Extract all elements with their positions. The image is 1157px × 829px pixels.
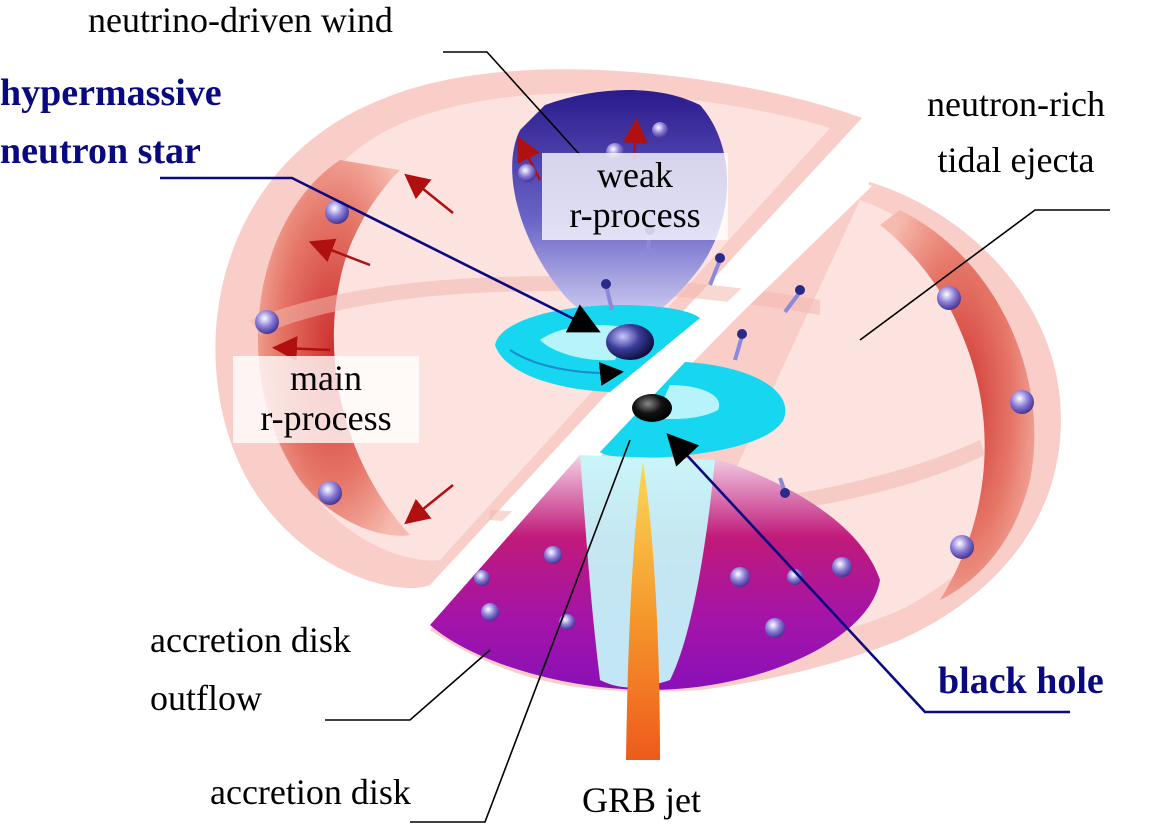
escaping-particles xyxy=(601,225,805,498)
label-main-line1: main xyxy=(290,358,362,398)
callout-outflow xyxy=(325,649,491,721)
nucleus xyxy=(730,567,750,587)
nucleus xyxy=(765,618,785,638)
ejecta-crescent-right xyxy=(880,210,1035,600)
label-outflow-line2: outflow xyxy=(150,678,262,718)
nucleus xyxy=(950,535,974,559)
callout-hypermassive xyxy=(160,176,601,333)
label-hypermassive-line2: neutron star xyxy=(0,130,201,172)
label-outflow-line1: accretion disk xyxy=(150,620,351,660)
nucleus xyxy=(1010,390,1034,414)
callout-black-hole xyxy=(666,433,1070,714)
callout-lines xyxy=(160,51,1110,823)
label-neutron-rich-line2: tidal ejecta xyxy=(937,140,1095,180)
label-weak-line2: r-process xyxy=(569,195,701,236)
nucleus xyxy=(481,603,499,621)
nucleus xyxy=(474,570,490,586)
label-black-hole: black hole xyxy=(938,660,1104,702)
nucleus xyxy=(652,122,668,138)
nucleus xyxy=(832,557,852,577)
nucleus xyxy=(518,164,536,182)
nucleus xyxy=(937,286,961,310)
nucleus xyxy=(255,310,279,334)
nucleus xyxy=(544,546,562,564)
upper-disk-swirl xyxy=(509,349,624,386)
label-neutron-rich-line1: neutron-rich xyxy=(927,84,1105,124)
black-hole-sphere xyxy=(632,394,672,422)
hypermassive-neutron-star xyxy=(606,324,654,360)
label-grb-jet: GRB jet xyxy=(582,780,702,820)
label-weak-box: weak r-process xyxy=(542,153,728,240)
label-main-box: main r-process xyxy=(233,356,419,443)
diagonal-gap xyxy=(425,178,872,604)
callout-neutron-rich xyxy=(859,209,1110,341)
label-accretion-disk: accretion disk xyxy=(210,772,411,812)
grb-jet-beam xyxy=(626,462,660,760)
ejecta-arrows xyxy=(272,118,648,525)
nucleus xyxy=(787,569,803,585)
nucleus xyxy=(325,200,349,224)
nucleus xyxy=(318,481,342,505)
callout-accretion-disk xyxy=(410,439,631,823)
upper-disk-inner xyxy=(540,325,630,361)
label-hypermassive-line1: hypermassive xyxy=(0,72,222,114)
callout-neutrino-wind xyxy=(443,51,581,156)
label-main-line2: r-process xyxy=(260,398,392,439)
label-weak-line1: weak xyxy=(597,155,673,195)
label-neutrino-wind: neutrino-driven wind xyxy=(88,0,393,40)
